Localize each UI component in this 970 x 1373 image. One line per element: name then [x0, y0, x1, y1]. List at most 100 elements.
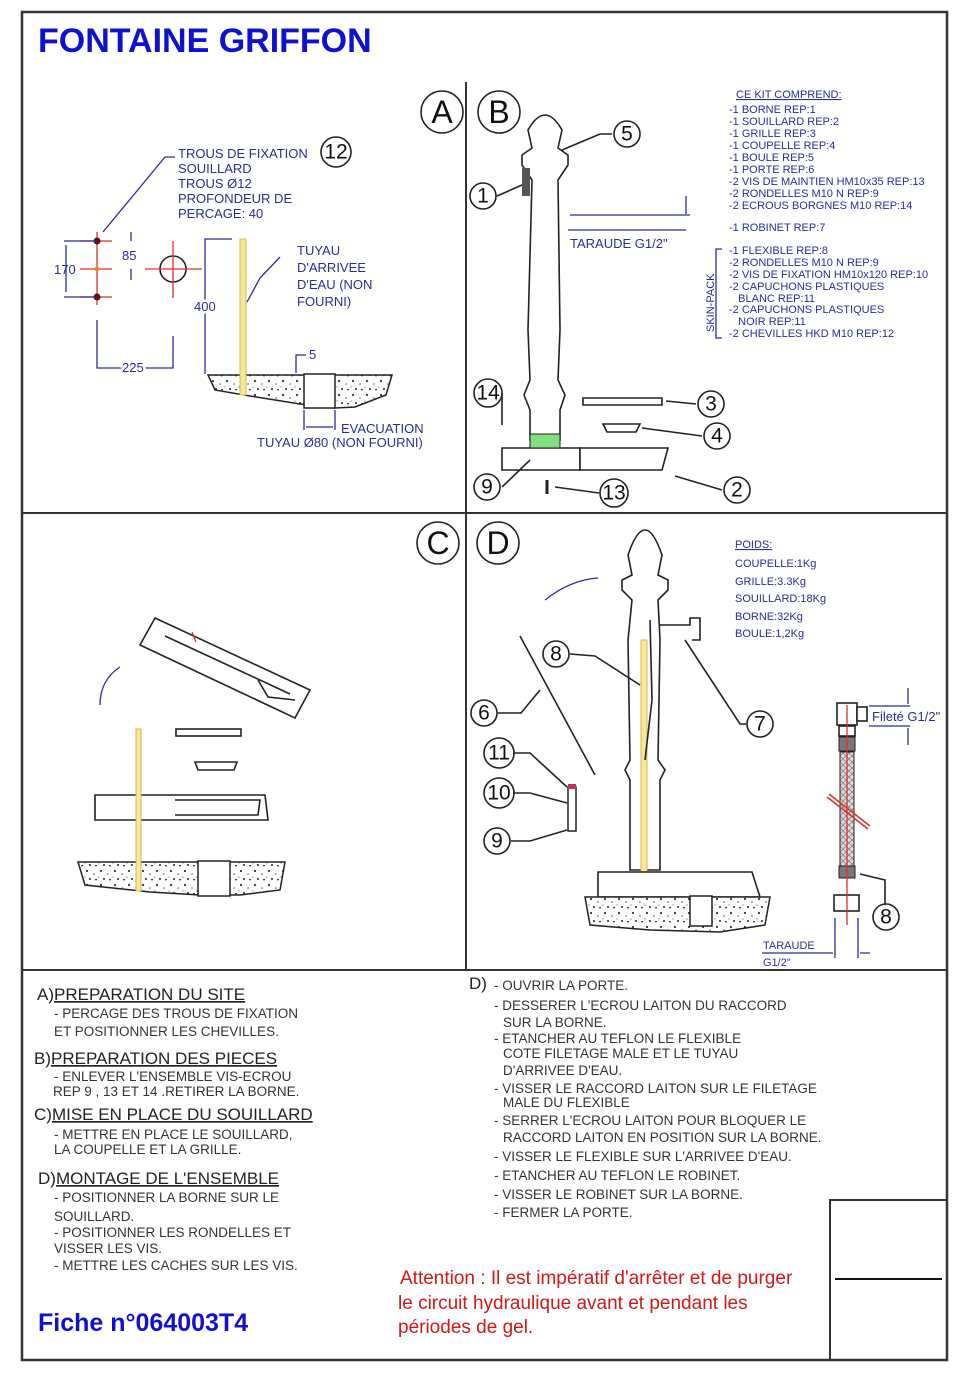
svg-text:- ETANCHER AU TEFLON LE ROBINE: - ETANCHER AU TEFLON LE ROBINET. — [494, 1168, 740, 1183]
callout-2: 2 — [723, 476, 751, 504]
svg-text:C: C — [426, 525, 449, 561]
svg-text:- OUVRIR LA PORTE.: - OUVRIR LA PORTE. — [494, 978, 628, 993]
svg-text:D)MONTAGE DE L'ENSEMBLE: D)MONTAGE DE L'ENSEMBLE — [38, 1169, 279, 1188]
fountain-column — [521, 114, 569, 441]
frost-warning: Attention : Il est impératif d'arrêter e… — [398, 1268, 793, 1338]
callout-8: 8 — [872, 903, 900, 931]
svg-text:8: 8 — [550, 643, 562, 666]
svg-text:TUYAU: TUYAU — [297, 243, 340, 258]
tapped-label: G1/2" — [763, 957, 791, 969]
door — [519, 635, 596, 776]
svg-text:D'EAU (NON: D'EAU (NON — [297, 277, 372, 292]
panel-label-b: B — [477, 90, 521, 134]
svg-text:-1 PORTE REP:6: -1 PORTE REP:6 — [729, 164, 814, 176]
panel-label-c: C — [416, 521, 460, 565]
svg-text:Attention : Il est impératif d: Attention : Il est impératif d'arrêter e… — [400, 1268, 793, 1289]
weights-list: POIDS: COUPELLE:1Kg GRILLE:3.3Kg SOUILLA… — [735, 539, 826, 640]
svg-text:1: 1 — [477, 185, 489, 208]
svg-text:BORNE:32Kg: BORNE:32Kg — [735, 611, 803, 623]
tapped-label: TARAUDE — [763, 940, 815, 952]
svg-text:D'ARRIVEE D'EAU.: D'ARRIVEE D'EAU. — [503, 1063, 622, 1078]
sheet-number: Fiche n°064003T4 — [38, 1309, 248, 1337]
dim-5: 5 — [309, 347, 316, 362]
svg-text:SKIN-PACK: SKIN-PACK — [705, 273, 717, 332]
svg-text:- METTRE LES CACHES SUR LES VI: - METTRE LES CACHES SUR LES VIS. — [54, 1258, 298, 1273]
svg-text:11: 11 — [488, 742, 510, 765]
svg-text:-1 BORNE REP:1: -1 BORNE REP:1 — [729, 104, 816, 116]
svg-text:- SERRER L'ECROU LAITON POUR B: - SERRER L'ECROU LAITON POUR BLOQUER LE — [494, 1113, 806, 1128]
callout-13: 13 — [599, 478, 629, 508]
kit-contents-list: CE KIT COMPREND: -1 BORNE REP:1 -1 SOUIL… — [705, 89, 928, 340]
svg-text:PROFONDEUR DE: PROFONDEUR DE — [178, 191, 292, 206]
dim-400: 400 — [194, 299, 216, 314]
svg-text:B: B — [488, 94, 509, 130]
svg-text:le circuit hydraulique avant e: le circuit hydraulique avant et pendant … — [398, 1293, 748, 1314]
svg-text:10: 10 — [487, 782, 510, 805]
svg-text:8: 8 — [880, 906, 892, 929]
dim-170: 170 — [54, 262, 76, 277]
callout-4: 4 — [703, 422, 731, 450]
svg-text:-2 RONDELLES M10 N REP:9: -2 RONDELLES M10 N REP:9 — [729, 257, 879, 269]
svg-text:2: 2 — [731, 479, 743, 502]
svg-text:- VISSER LE FLEXIBLE SUR L'ARR: - VISSER LE FLEXIBLE SUR L'ARRIVEE D'EAU… — [494, 1149, 792, 1164]
panel-d-assembly: 8 6 7 11 10 9 8 Fileté G1/2" TARAUDE G1/… — [470, 529, 941, 969]
svg-text:SOUILLARD.: SOUILLARD. — [54, 1209, 134, 1224]
svg-text:4: 4 — [711, 425, 723, 448]
svg-text:- VISSER LE ROBINET SUR LA BOR: - VISSER LE ROBINET SUR LA BORNE. — [494, 1187, 743, 1202]
basin — [94, 794, 269, 821]
svg-text:-2 ECROUS BORGNES M10 REP:14: -2 ECROUS BORGNES M10 REP:14 — [729, 200, 912, 212]
svg-text:-1 BOULE REP:5: -1 BOULE REP:5 — [729, 152, 814, 164]
dim-85: 85 — [122, 248, 136, 263]
svg-text:RACCORD LAITON EN POSITION SUR: RACCORD LAITON EN POSITION SUR LA BORNE. — [503, 1130, 822, 1145]
svg-text:LA COUPELLE ET LA GRILLE.: LA COUPELLE ET LA GRILLE. — [54, 1142, 241, 1157]
svg-text:A: A — [431, 94, 453, 130]
water-pipe-label: TUYAU D'ARRIVEE D'EAU (NON FOURNI) — [297, 243, 372, 309]
coupelle — [601, 423, 642, 433]
svg-text:- POSITIONNER LES RONDELLES ET: - POSITIONNER LES RONDELLES ET — [54, 1225, 291, 1240]
drain-label: TUYAU Ø80 (NON FOURNI) — [257, 435, 423, 450]
callout-7: 7 — [746, 710, 774, 738]
fixing-holes-label: TROUS DE FIXATION SOUILLARD TROUS Ø12 PR… — [178, 146, 308, 221]
svg-text:-2 CAPUCHONS PLASTIQUES: -2 CAPUCHONS PLASTIQUES — [729, 281, 884, 293]
svg-text:D): D) — [469, 974, 487, 993]
callout-3: 3 — [697, 390, 725, 418]
svg-text:- DESSERER L'ECROU LAITON DU R: - DESSERER L'ECROU LAITON DU RACCORD — [494, 998, 787, 1013]
callout-5: 5 — [613, 120, 641, 148]
svg-text:-1 SOUILLARD REP:2: -1 SOUILLARD REP:2 — [729, 116, 839, 128]
sheet-border — [20, 10, 949, 1362]
svg-text:périodes de gel.: périodes de gel. — [398, 1317, 533, 1338]
basin — [597, 871, 762, 898]
drain-label: EVACUATION — [341, 421, 424, 436]
svg-text:SUR LA BORNE.: SUR LA BORNE. — [503, 1015, 607, 1030]
flexible-hose — [826, 702, 886, 925]
svg-text:-2 VIS DE FIXATION HM10x120 RE: -2 VIS DE FIXATION HM10x120 REP:10 — [729, 269, 928, 281]
svg-text:TROUS DE FIXATION: TROUS DE FIXATION — [178, 146, 308, 161]
svg-text:TROUS Ø12: TROUS Ø12 — [178, 176, 252, 191]
threaded-label: Fileté G1/2" — [872, 709, 941, 724]
svg-text:A)PREPARATION DU SITE: A)PREPARATION DU SITE — [37, 985, 245, 1004]
svg-text:- ETANCHER AU TEFLON LE FLEXIB: - ETANCHER AU TEFLON LE FLEXIBLE — [494, 1031, 741, 1046]
svg-text:9: 9 — [481, 476, 493, 499]
svg-text:- METTRE EN PLACE LE SOUILLARD: - METTRE EN PLACE LE SOUILLARD, — [54, 1127, 293, 1142]
thread-label: TARAUDE G1/2" — [570, 236, 668, 251]
svg-text:SOUILLARD: SOUILLARD — [178, 161, 252, 176]
water-pipe — [239, 238, 247, 396]
coupelle — [193, 761, 239, 771]
callout-12: 12 — [320, 136, 352, 168]
svg-text:- POSITIONNER LA BORNE SUR LE: - POSITIONNER LA BORNE SUR LE — [54, 1190, 279, 1205]
svg-text:FOURNI): FOURNI) — [297, 294, 351, 309]
svg-text:7: 7 — [754, 713, 766, 736]
svg-text:BOULE:1,2Kg: BOULE:1,2Kg — [735, 628, 804, 640]
svg-text:B)PREPARATION DES PIECES: B)PREPARATION DES PIECES — [34, 1049, 277, 1068]
instructions-left: A)PREPARATION DU SITE - PERCAGE DES TROU… — [34, 985, 313, 1273]
svg-text:6: 6 — [478, 702, 490, 725]
svg-text:14: 14 — [476, 382, 500, 405]
panel-label-a: A — [420, 90, 464, 134]
svg-text:ET POSITIONNER LES CHEVILLES.: ET POSITIONNER LES CHEVILLES. — [54, 1024, 279, 1039]
svg-text:D: D — [486, 525, 509, 561]
svg-text:-1 GRILLE REP:3: -1 GRILLE REP:3 — [729, 128, 816, 140]
tap — [660, 617, 701, 641]
svg-text:3: 3 — [705, 393, 717, 416]
svg-text:- PERCAGE DES TROUS DE FIXATIO: - PERCAGE DES TROUS DE FIXATION — [54, 1006, 298, 1021]
panel-a-site-preparation: TROUS DE FIXATION SOUILLARD TROUS Ø12 PR… — [54, 136, 424, 450]
